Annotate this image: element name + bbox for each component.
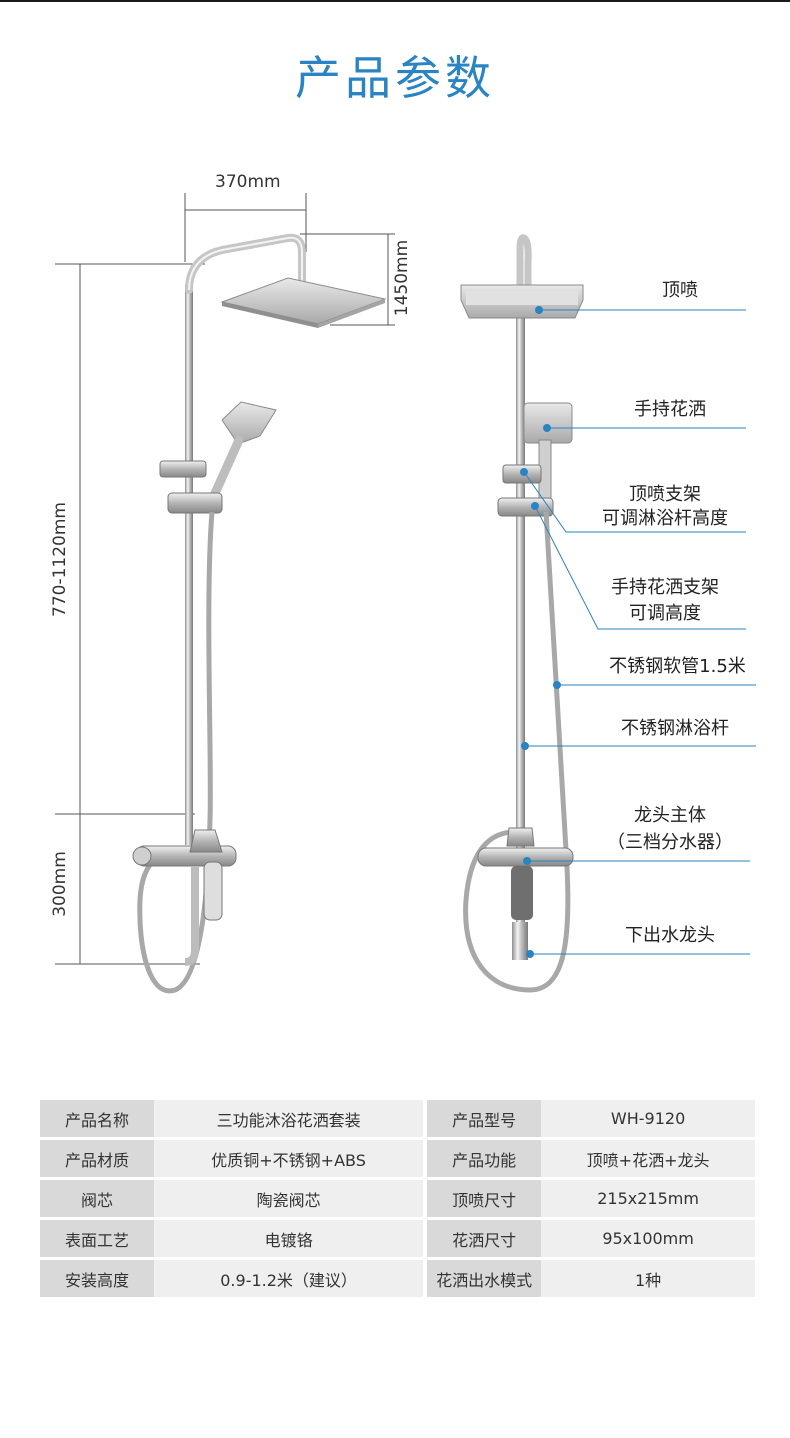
dimension-height-bottom: 300mm bbox=[50, 851, 70, 917]
spec-table: 产品名称 三功能沐浴花洒套装 产品型号 WH-9120 产品材质 优质铜+不锈钢… bbox=[40, 1097, 755, 1300]
table-row: 表面工艺 电镀铬 花洒尺寸 95x100mm bbox=[40, 1220, 755, 1257]
table-row: 阀芯 陶瓷阀芯 顶喷尺寸 215x215mm bbox=[40, 1180, 755, 1217]
spec-value: 1种 bbox=[541, 1260, 755, 1297]
table-row: 产品材质 优质铜+不锈钢+ABS 产品功能 顶喷+花洒+龙头 bbox=[40, 1140, 755, 1177]
spec-key: 产品型号 bbox=[427, 1100, 542, 1137]
product-diagram bbox=[55, 193, 756, 994]
part-label-hand-bracket-note: 可调高度 bbox=[629, 603, 701, 624]
part-label-spout: 下出水龙头 bbox=[625, 925, 715, 946]
spec-key: 产品材质 bbox=[40, 1140, 154, 1177]
part-label-top-bracket-note: 可调淋浴杆高度 bbox=[602, 508, 728, 529]
spec-value: 95x100mm bbox=[541, 1220, 755, 1257]
part-label-pole: 不锈钢淋浴杆 bbox=[621, 718, 729, 739]
spec-value: 顶喷+花洒+龙头 bbox=[541, 1140, 755, 1177]
spec-value: 电镀铬 bbox=[154, 1220, 424, 1257]
spec-value: 陶瓷阀芯 bbox=[154, 1180, 424, 1217]
dimension-lines-left bbox=[55, 193, 395, 965]
part-label-rain-head: 顶喷 bbox=[662, 280, 698, 301]
part-label-hand-bracket: 手持花洒支架 bbox=[611, 577, 719, 598]
spec-key: 花洒出水模式 bbox=[427, 1260, 542, 1297]
top-border bbox=[0, 0, 790, 2]
part-label-hand-shower: 手持花洒 bbox=[634, 399, 706, 420]
spec-value: 优质铜+不锈钢+ABS bbox=[154, 1140, 424, 1177]
part-label-mixer-note: （三档分水器） bbox=[607, 832, 733, 853]
spec-value: 215x215mm bbox=[541, 1180, 755, 1217]
shower-right bbox=[460, 234, 584, 993]
shower-left bbox=[132, 233, 387, 994]
spec-key: 表面工艺 bbox=[40, 1220, 154, 1257]
spec-key: 产品功能 bbox=[427, 1140, 542, 1177]
spec-key: 产品名称 bbox=[40, 1100, 154, 1137]
spec-value: 0.9-1.2米（建议） bbox=[154, 1260, 424, 1297]
part-label-mixer: 龙头主体 bbox=[634, 805, 706, 826]
table-row: 安装高度 0.9-1.2米（建议） 花洒出水模式 1种 bbox=[40, 1260, 755, 1297]
dimension-height-top: 1450mm bbox=[392, 239, 412, 317]
part-label-hose: 不锈钢软管1.5米 bbox=[609, 656, 746, 677]
dimension-height-adjust: 770-1120mm bbox=[50, 502, 70, 617]
table-row: 产品名称 三功能沐浴花洒套装 产品型号 WH-9120 bbox=[40, 1100, 755, 1137]
spec-key: 顶喷尺寸 bbox=[427, 1180, 542, 1217]
spec-key: 阀芯 bbox=[40, 1180, 154, 1217]
spec-key: 安装高度 bbox=[40, 1260, 154, 1297]
spec-value: WH-9120 bbox=[541, 1100, 755, 1137]
spec-key: 花洒尺寸 bbox=[427, 1220, 542, 1257]
spec-value: 三功能沐浴花洒套装 bbox=[154, 1100, 424, 1137]
part-label-top-bracket: 顶喷支架 bbox=[629, 484, 701, 505]
dimension-width: 370mm bbox=[215, 172, 281, 192]
page-title: 产品参数 bbox=[295, 51, 495, 105]
leader-lines bbox=[520, 306, 756, 958]
